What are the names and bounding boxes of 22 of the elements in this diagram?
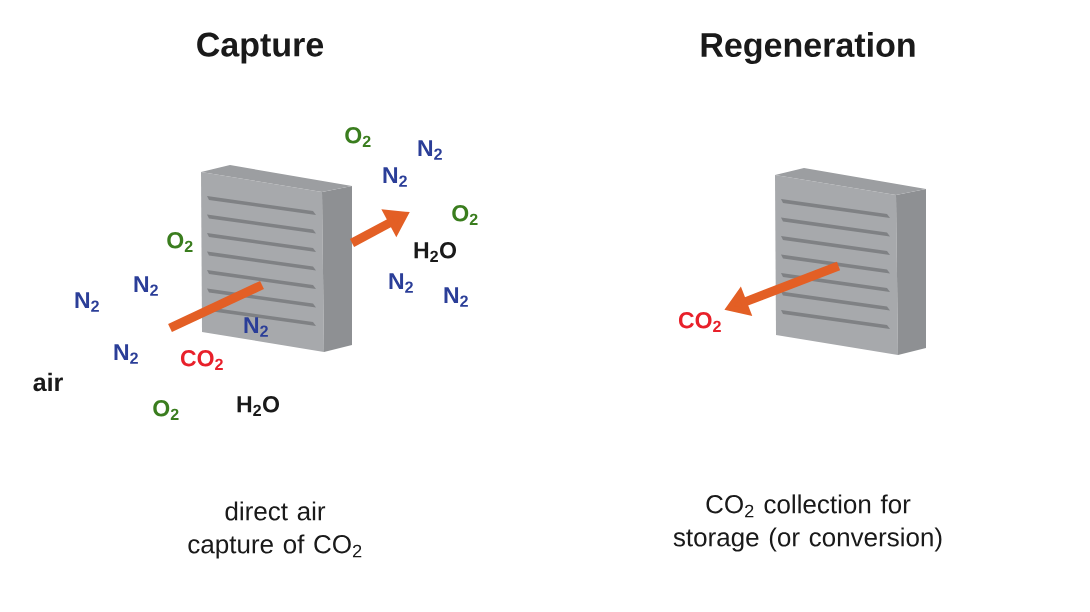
molecule-label: N$_{2}$	[418, 140, 442, 160]
molecule-label: O$_{2}$	[153, 400, 179, 420]
panel-heading: Regeneration	[701, 32, 915, 64]
air-label: air	[33, 372, 63, 392]
molecule-label: CO$_{2}$	[180, 350, 223, 370]
panel-heading: Capture	[197, 32, 324, 64]
molecule-label: N$_{2}$	[383, 167, 407, 187]
molecule-label: N$_{2}$	[75, 292, 99, 312]
filter-drawing	[775, 168, 926, 355]
molecule-label: N$_{2}$	[389, 273, 413, 293]
molecule-label: O$_{2}$	[452, 205, 478, 225]
molecule-label: N$_{2}$	[134, 276, 158, 296]
molecule-label: H$_{2}$O	[237, 396, 279, 416]
filter-drawing	[201, 165, 352, 352]
molecule-label: N$_{2}$	[114, 344, 138, 364]
molecule-label: CO$_{2}$	[678, 312, 721, 332]
caption: direct air capture of CO$_{2}$	[188, 501, 362, 559]
molecule-label: N$_{2}$	[244, 317, 268, 337]
molecule-label: H$_{2}$O	[414, 242, 456, 262]
caption: CO$_{2}$ collection for storage (or conversion)	[673, 494, 942, 552]
molecule-label: O$_{2}$	[345, 127, 371, 147]
molecule-label: N$_{2}$	[444, 287, 468, 307]
